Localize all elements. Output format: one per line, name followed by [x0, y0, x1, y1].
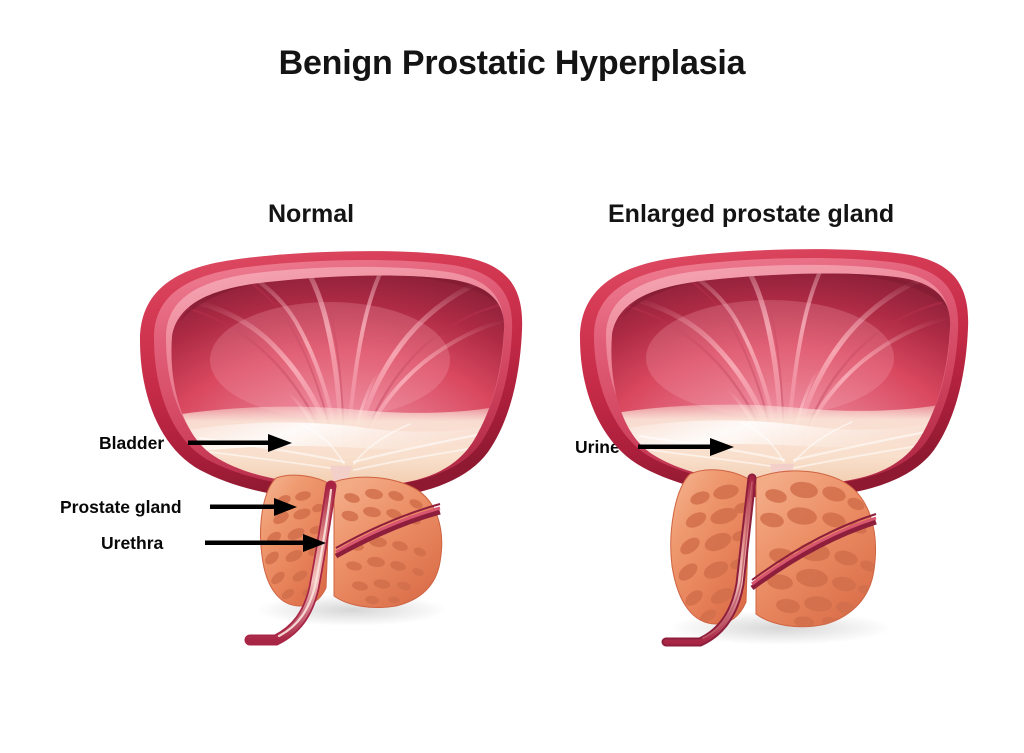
arrow-bladder: [188, 434, 292, 452]
page-title: Benign Prostatic Hyperplasia: [278, 44, 746, 82]
arrow-urine: [638, 438, 734, 456]
normal-anatomy-group: [140, 251, 523, 646]
panel-heading-normal: Normal: [268, 200, 355, 228]
urine-pool-enlarged: [611, 402, 951, 484]
prostate-gland-enlarged: [661, 469, 892, 647]
ejaculatory-duct-normal: [334, 503, 441, 559]
prostate-nodules-enlarged: [678, 481, 876, 627]
urethra-normal: [244, 480, 337, 646]
annotation-arrows-enlarged: [638, 438, 734, 456]
ejaculatory-duct-enlarged: [750, 513, 877, 591]
panel-heading-enlarged: Enlarged prostate gland: [608, 200, 895, 228]
label-prostate-gland: Prostate gland: [60, 497, 182, 517]
label-urethra: Urethra: [101, 533, 164, 553]
label-urine: Urine: [575, 437, 620, 457]
arrow-prostate-gland: [210, 498, 297, 516]
prostate-gland-normal: [244, 474, 448, 646]
bladder-normal: [140, 251, 523, 506]
urethra-compressed-enlarged: [661, 473, 757, 647]
arrow-urethra: [205, 534, 326, 552]
prostate-lobe-posterior-normal: [333, 476, 443, 609]
bladder-enlarged: [580, 249, 969, 506]
label-bladder: Bladder: [99, 433, 165, 453]
enlarged-anatomy-group: [580, 249, 969, 647]
annotation-arrows-normal: [188, 434, 326, 552]
